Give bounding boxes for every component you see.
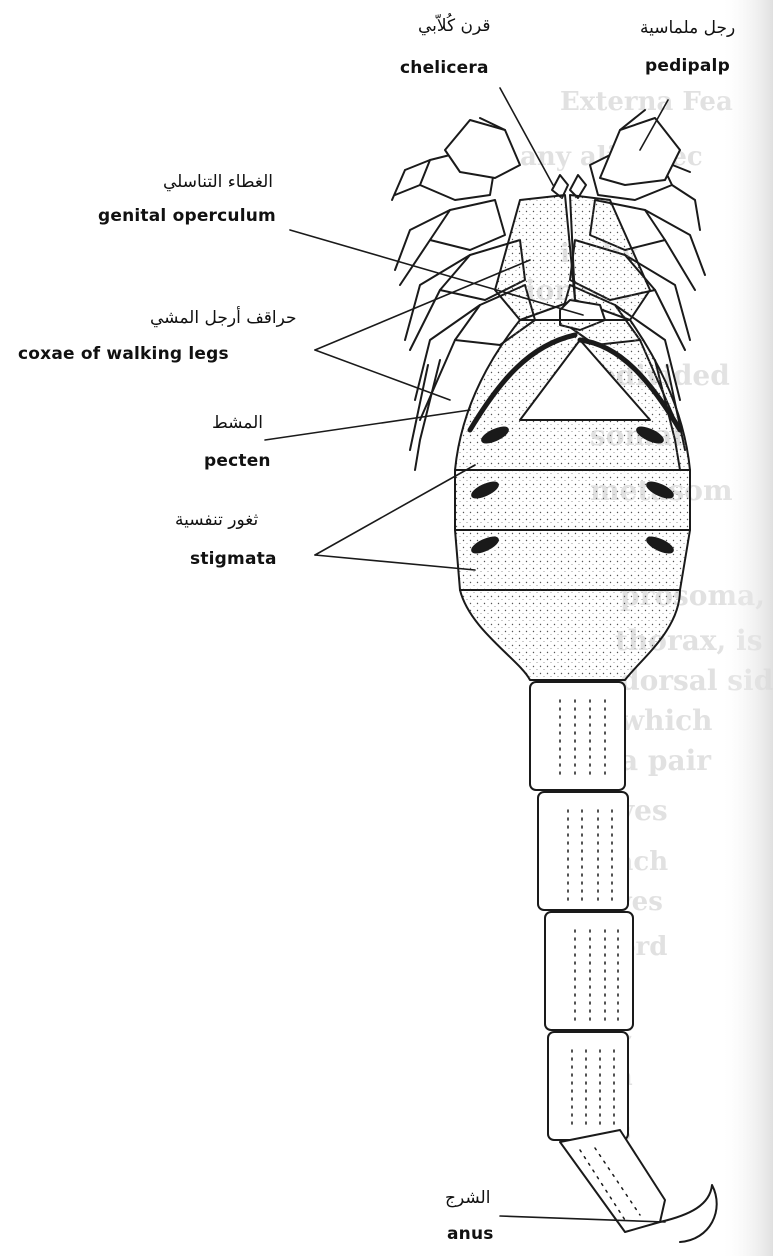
- chelicera-label: chelicera: [400, 58, 489, 78]
- leader-pecten: [265, 410, 470, 440]
- mesosoma: [455, 320, 690, 680]
- anus-label-ar: الشرج: [445, 1188, 490, 1208]
- coxae-label-ar: حراقف أرجل المشي: [150, 308, 297, 328]
- pecten-label-ar: المشط: [212, 413, 263, 433]
- pecten-label: pecten: [204, 451, 271, 471]
- pedipalp-label: pedipalp: [645, 56, 730, 76]
- leader-stigmata-lower: [315, 555, 475, 570]
- stigmata-label-ar: ثغور تنفسية: [175, 510, 258, 530]
- leader-coxae-lower: [315, 350, 450, 400]
- genital-operculum-label-ar: الغطاء التناسلي: [163, 172, 273, 192]
- anus-label: anus: [447, 1224, 494, 1244]
- leader-stigmata-upper: [315, 465, 475, 555]
- genital-operculum-label: genital operculum: [98, 206, 276, 226]
- pedipalp-label-ar: رجل ملماسية: [640, 18, 735, 38]
- chelicera-label-ar: قرن كُلاّبي: [418, 16, 491, 36]
- coxae-label: coxae of walking legs: [18, 344, 229, 364]
- stigmata-label: stigmata: [190, 549, 277, 569]
